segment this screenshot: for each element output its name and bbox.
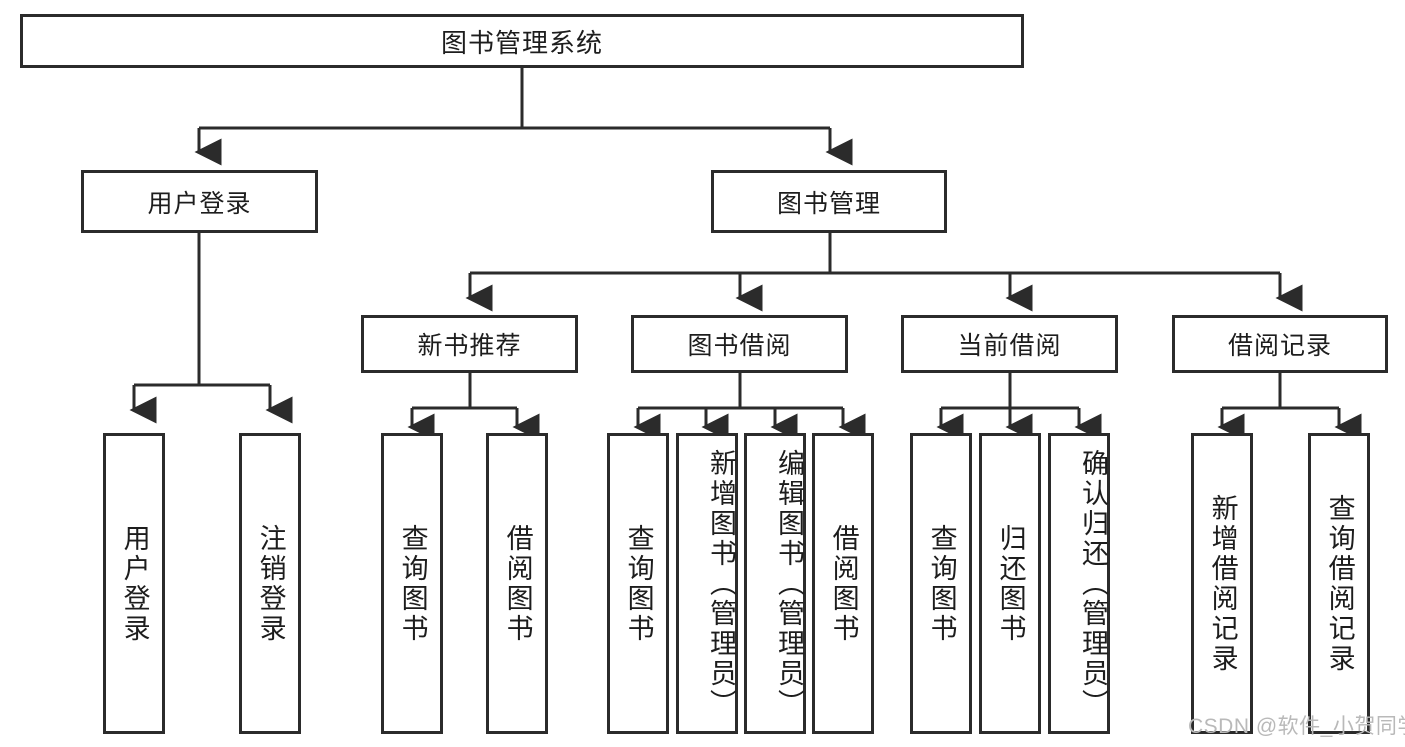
leaf-current-return-book[interactable]: 归还图书	[979, 433, 1041, 734]
node-book-borrow[interactable]: 图书借阅	[631, 315, 848, 373]
leaf-borrow-borrow-book[interactable]: 借阅图书	[812, 433, 874, 734]
leaf-current-query-book[interactable]: 查询图书	[910, 433, 972, 734]
leaf-recommend-query-book[interactable]: 查询图书	[381, 433, 443, 734]
node-new-book-recommend[interactable]: 新书推荐	[361, 315, 578, 373]
leaf-record-add-record[interactable]: 新增借阅记录	[1191, 433, 1253, 734]
node-borrow-record[interactable]: 借阅记录	[1172, 315, 1388, 373]
node-user-login[interactable]: 用户登录	[81, 170, 318, 233]
leaf-user-login-signin[interactable]: 用户登录	[103, 433, 165, 734]
watermark-text: CSDN @软件_小贺同学	[1188, 715, 1405, 738]
node-current-borrow[interactable]: 当前借阅	[901, 315, 1118, 373]
leaf-borrow-query-book[interactable]: 查询图书	[607, 433, 669, 734]
node-book-management[interactable]: 图书管理	[711, 170, 947, 233]
leaf-recommend-borrow-book[interactable]: 借阅图书	[486, 433, 548, 734]
node-root-system[interactable]: 图书管理系统	[20, 14, 1024, 68]
leaf-record-query-record[interactable]: 查询借阅记录	[1308, 433, 1370, 734]
leaf-borrow-add-book-admin[interactable]: 新增图书（管理员）	[676, 433, 738, 734]
leaf-current-confirm-return-admin[interactable]: 确认归还（管理员）	[1048, 433, 1110, 734]
leaf-borrow-edit-book-admin[interactable]: 编辑图书（管理员）	[744, 433, 806, 734]
leaf-user-login-signout[interactable]: 注销登录	[239, 433, 301, 734]
